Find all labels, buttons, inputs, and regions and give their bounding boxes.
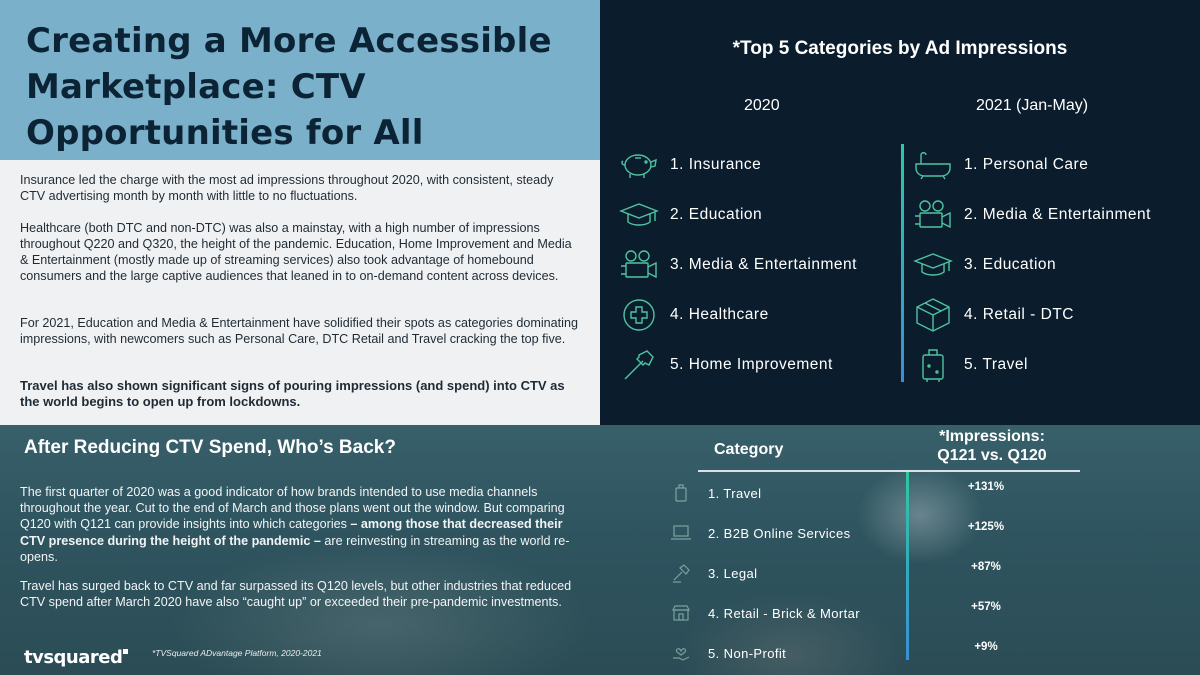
table-cell-impressions: +125% — [967, 521, 1005, 533]
piggy-bank-icon — [618, 145, 660, 185]
table-cell-category: 5. Non-Profit — [708, 645, 787, 661]
list-item-2021: 1. Personal Care — [912, 145, 1088, 185]
list-item-2020: 1. Insurance — [618, 145, 761, 185]
table-header-impressions: *Impressions: Q121 vs. Q120 — [937, 428, 1047, 464]
list-item-label: 5. Home Improvement — [670, 356, 833, 373]
list-item-2020: 4. Healthcare — [618, 295, 769, 335]
bathtub-icon — [912, 145, 954, 185]
column-divider — [901, 144, 904, 382]
top5-panel: *Top 5 Categories by Ad Impressions 2020… — [600, 0, 1200, 425]
table-cell-impressions: +57% — [971, 601, 1001, 613]
table-cell-impressions: +9% — [974, 641, 998, 653]
list-item-label: 1. Personal Care — [964, 156, 1089, 173]
laptop-icon — [668, 522, 694, 544]
column-header-2020: 2020 — [744, 97, 780, 114]
list-item-2020: 3. Media & Entertainment — [618, 245, 857, 285]
list-item-label: 4. Retail - DTC — [964, 306, 1074, 323]
table-cell-impressions: +131% — [967, 481, 1005, 493]
film-camera-icon — [912, 195, 954, 235]
footnote: *TVSquared ADvantage Platform, 2020-2021 — [152, 648, 322, 658]
list-item-label: 4. Healthcare — [670, 306, 769, 323]
table-cell-category: 2. B2B Online Services — [708, 525, 851, 541]
intro-paragraph-2: Healthcare (both DTC and non-DTC) was al… — [20, 221, 572, 283]
list-item-2020: 2. Education — [618, 195, 762, 235]
list-item-2021: 4. Retail - DTC — [912, 295, 1074, 335]
comeback-paragraph-2: Travel has surged back to CTV and far su… — [20, 579, 572, 610]
list-item-label: 2. Media & Entertainment — [964, 206, 1151, 223]
suitcase-icon — [668, 482, 694, 504]
title-banner: Creating a More Accessible Marketplace: … — [0, 0, 600, 160]
storefront-icon — [668, 602, 694, 624]
top5-title: *Top 5 Categories by Ad Impressions — [732, 38, 1068, 59]
table-header-rule — [698, 470, 1080, 472]
list-item-label: 3. Media & Entertainment — [670, 256, 857, 273]
heart-hand-icon — [668, 642, 694, 664]
list-item-2021: 5. Travel — [912, 345, 1028, 385]
logo-text: tvsquared — [24, 647, 123, 668]
intro-paragraph-4: Travel has also shown significant signs … — [20, 378, 565, 409]
suitcase-icon — [912, 345, 954, 385]
list-item-2021: 2. Media & Entertainment — [912, 195, 1151, 235]
table-cell-category: 4. Retail - Brick & Mortar — [708, 605, 860, 621]
table-header-category: Category — [714, 441, 784, 458]
list-item-label: 3. Education — [964, 256, 1057, 273]
table-row: 2. B2B Online Services — [668, 521, 850, 545]
list-item-2020: 5. Home Improvement — [618, 345, 833, 385]
comeback-section: After Reducing CTV Spend, Who’s Back? Th… — [0, 425, 1200, 675]
table-row: 5. Non-Profit — [668, 641, 786, 665]
table-cell-category: 3. Legal — [708, 565, 758, 581]
logo-mark — [123, 649, 129, 654]
section-heading: After Reducing CTV Spend, Who’s Back? — [24, 437, 396, 458]
list-item-label: 2. Education — [670, 206, 763, 223]
table-row: 3. Legal — [668, 561, 757, 585]
brand-logo: tvsquared — [24, 647, 129, 668]
intro-panel: Insurance led the charge with the most a… — [0, 160, 600, 425]
table-cell-impressions: +87% — [971, 561, 1001, 573]
graduation-cap-icon — [618, 195, 660, 235]
table-row: 4. Retail - Brick & Mortar — [668, 601, 860, 625]
list-item-label: 1. Insurance — [670, 156, 762, 173]
paragraph-emphasis: – among those that decreased their CTV p… — [20, 517, 563, 548]
package-box-icon — [912, 295, 954, 335]
intro-paragraph-1: Insurance led the charge with the most a… — [20, 173, 554, 203]
intro-paragraph-3: For 2021, Education and Media & Entertai… — [20, 316, 578, 346]
paragraph-text: are reinvesting in streaming as the worl… — [20, 533, 570, 564]
comeback-paragraph-1: The first quarter of 2020 was a good ind… — [20, 484, 585, 565]
paragraph-text: The first quarter of 2020 was a good ind… — [20, 485, 565, 532]
column-header-2021: 2021 (Jan-May) — [976, 97, 1089, 114]
medical-cross-icon — [618, 295, 660, 335]
hammer-icon — [618, 345, 660, 385]
table-row: 1. Travel — [668, 481, 761, 505]
list-item-2021: 3. Education — [912, 245, 1056, 285]
graduation-cap-icon — [912, 245, 954, 285]
list-item-label: 5. Travel — [964, 356, 1028, 373]
gavel-icon — [668, 562, 694, 584]
table-divider — [906, 472, 909, 660]
table-cell-category: 1. Travel — [708, 485, 762, 501]
page-title: Creating a More Accessible Marketplace: … — [26, 21, 552, 153]
film-camera-icon — [618, 245, 660, 285]
